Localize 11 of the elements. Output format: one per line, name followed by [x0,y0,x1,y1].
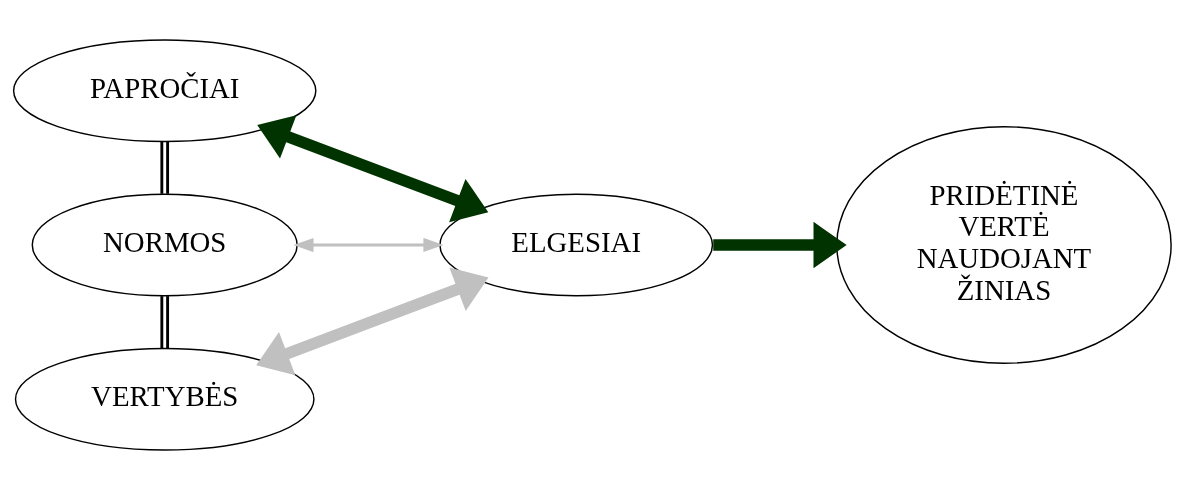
connector [160,295,170,348]
arrow [293,237,444,252]
arrow [257,114,489,222]
node-ellipse: ELGESIAI [439,193,714,296]
node-ellipse: VERTYBĖS [14,347,315,451]
arrow [713,221,847,268]
node-ellipse: PRIDĖTINĖ VERTĖ NAUDOJANT ŽINIAS [836,125,1172,364]
connector [160,141,170,194]
arrow [256,267,489,375]
node-ellipse: NORMOS [31,193,298,296]
node-ellipse: PAPROČIAI [12,38,317,142]
